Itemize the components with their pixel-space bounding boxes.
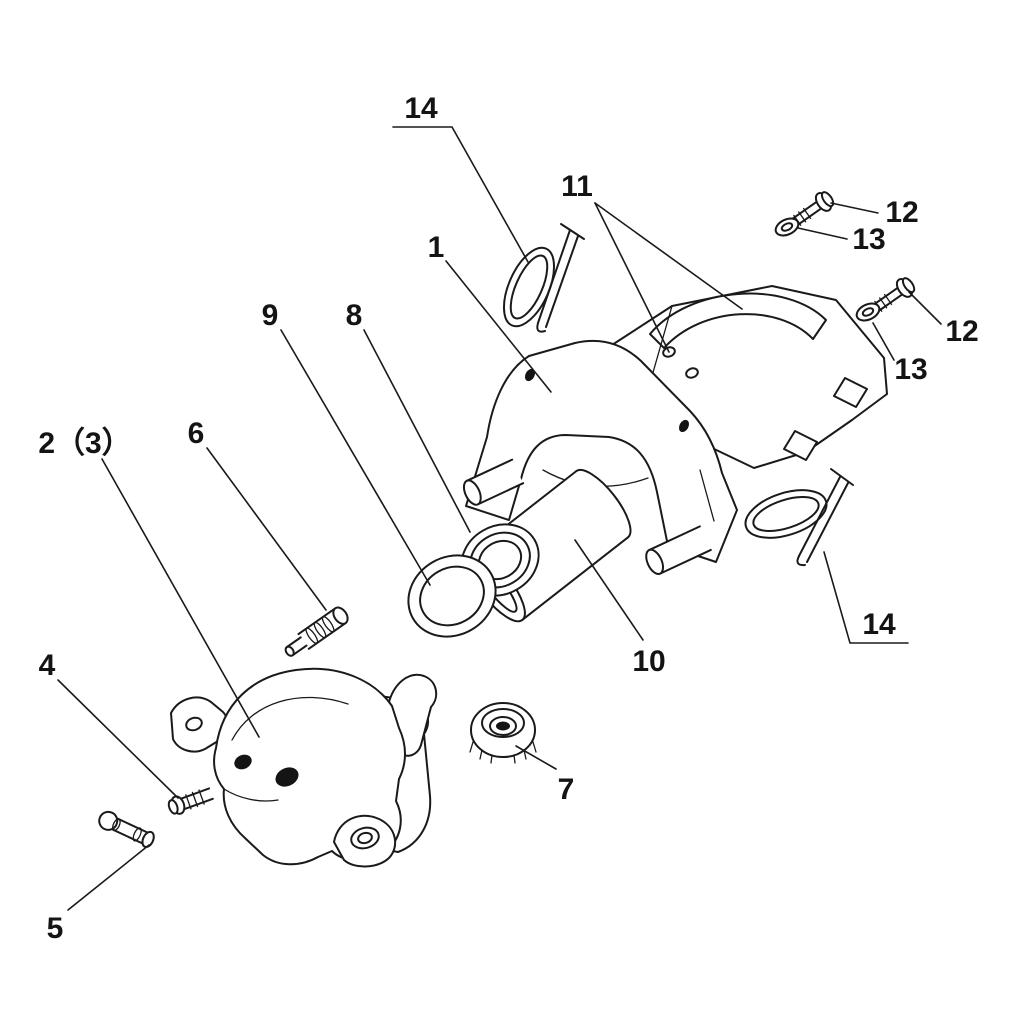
label-part-8: 8	[346, 299, 363, 332]
part-labels: 14 11 12 13 1 12 13 9 8 2（3） 6 4 10 14 7…	[38, 92, 978, 945]
label-part-2-3: 2（3）	[38, 426, 131, 460]
label-part-11: 11	[561, 170, 593, 203]
part-13-washer-upper	[774, 217, 800, 237]
label-part-5: 5	[47, 912, 64, 945]
part-2-3-caliper-body	[170, 667, 438, 868]
label-part-13-lower: 13	[894, 353, 927, 386]
part-1-guide-pin-right	[645, 525, 712, 575]
label-part-1: 1	[428, 231, 445, 264]
part-13-washer-lower	[855, 302, 881, 322]
part-1-mounting-bracket	[462, 339, 738, 575]
part-7-cap	[469, 702, 537, 764]
label-part-9: 9	[262, 299, 279, 332]
part-1-guide-pin-left	[462, 458, 525, 506]
label-part-6: 6	[188, 417, 205, 450]
label-part-12-upper: 12	[885, 196, 918, 229]
part-5-pin	[98, 810, 155, 849]
part-14-clip-right	[744, 468, 854, 567]
label-part-13-upper: 13	[852, 223, 885, 256]
part-14-clip-upper	[502, 223, 585, 333]
label-part-14-top: 14	[404, 92, 438, 125]
label-part-7: 7	[558, 773, 575, 806]
label-part-4: 4	[39, 649, 56, 682]
leader-lines	[57, 126, 942, 911]
part-9-seal-ring	[407, 554, 497, 638]
part-6-bleeder-screw	[284, 606, 349, 657]
part-12-screw-upper	[790, 191, 835, 227]
label-part-14-right: 14	[862, 608, 896, 641]
label-part-12-lower: 12	[945, 315, 978, 348]
part-4-bolt	[167, 787, 214, 815]
label-part-10: 10	[632, 645, 665, 678]
